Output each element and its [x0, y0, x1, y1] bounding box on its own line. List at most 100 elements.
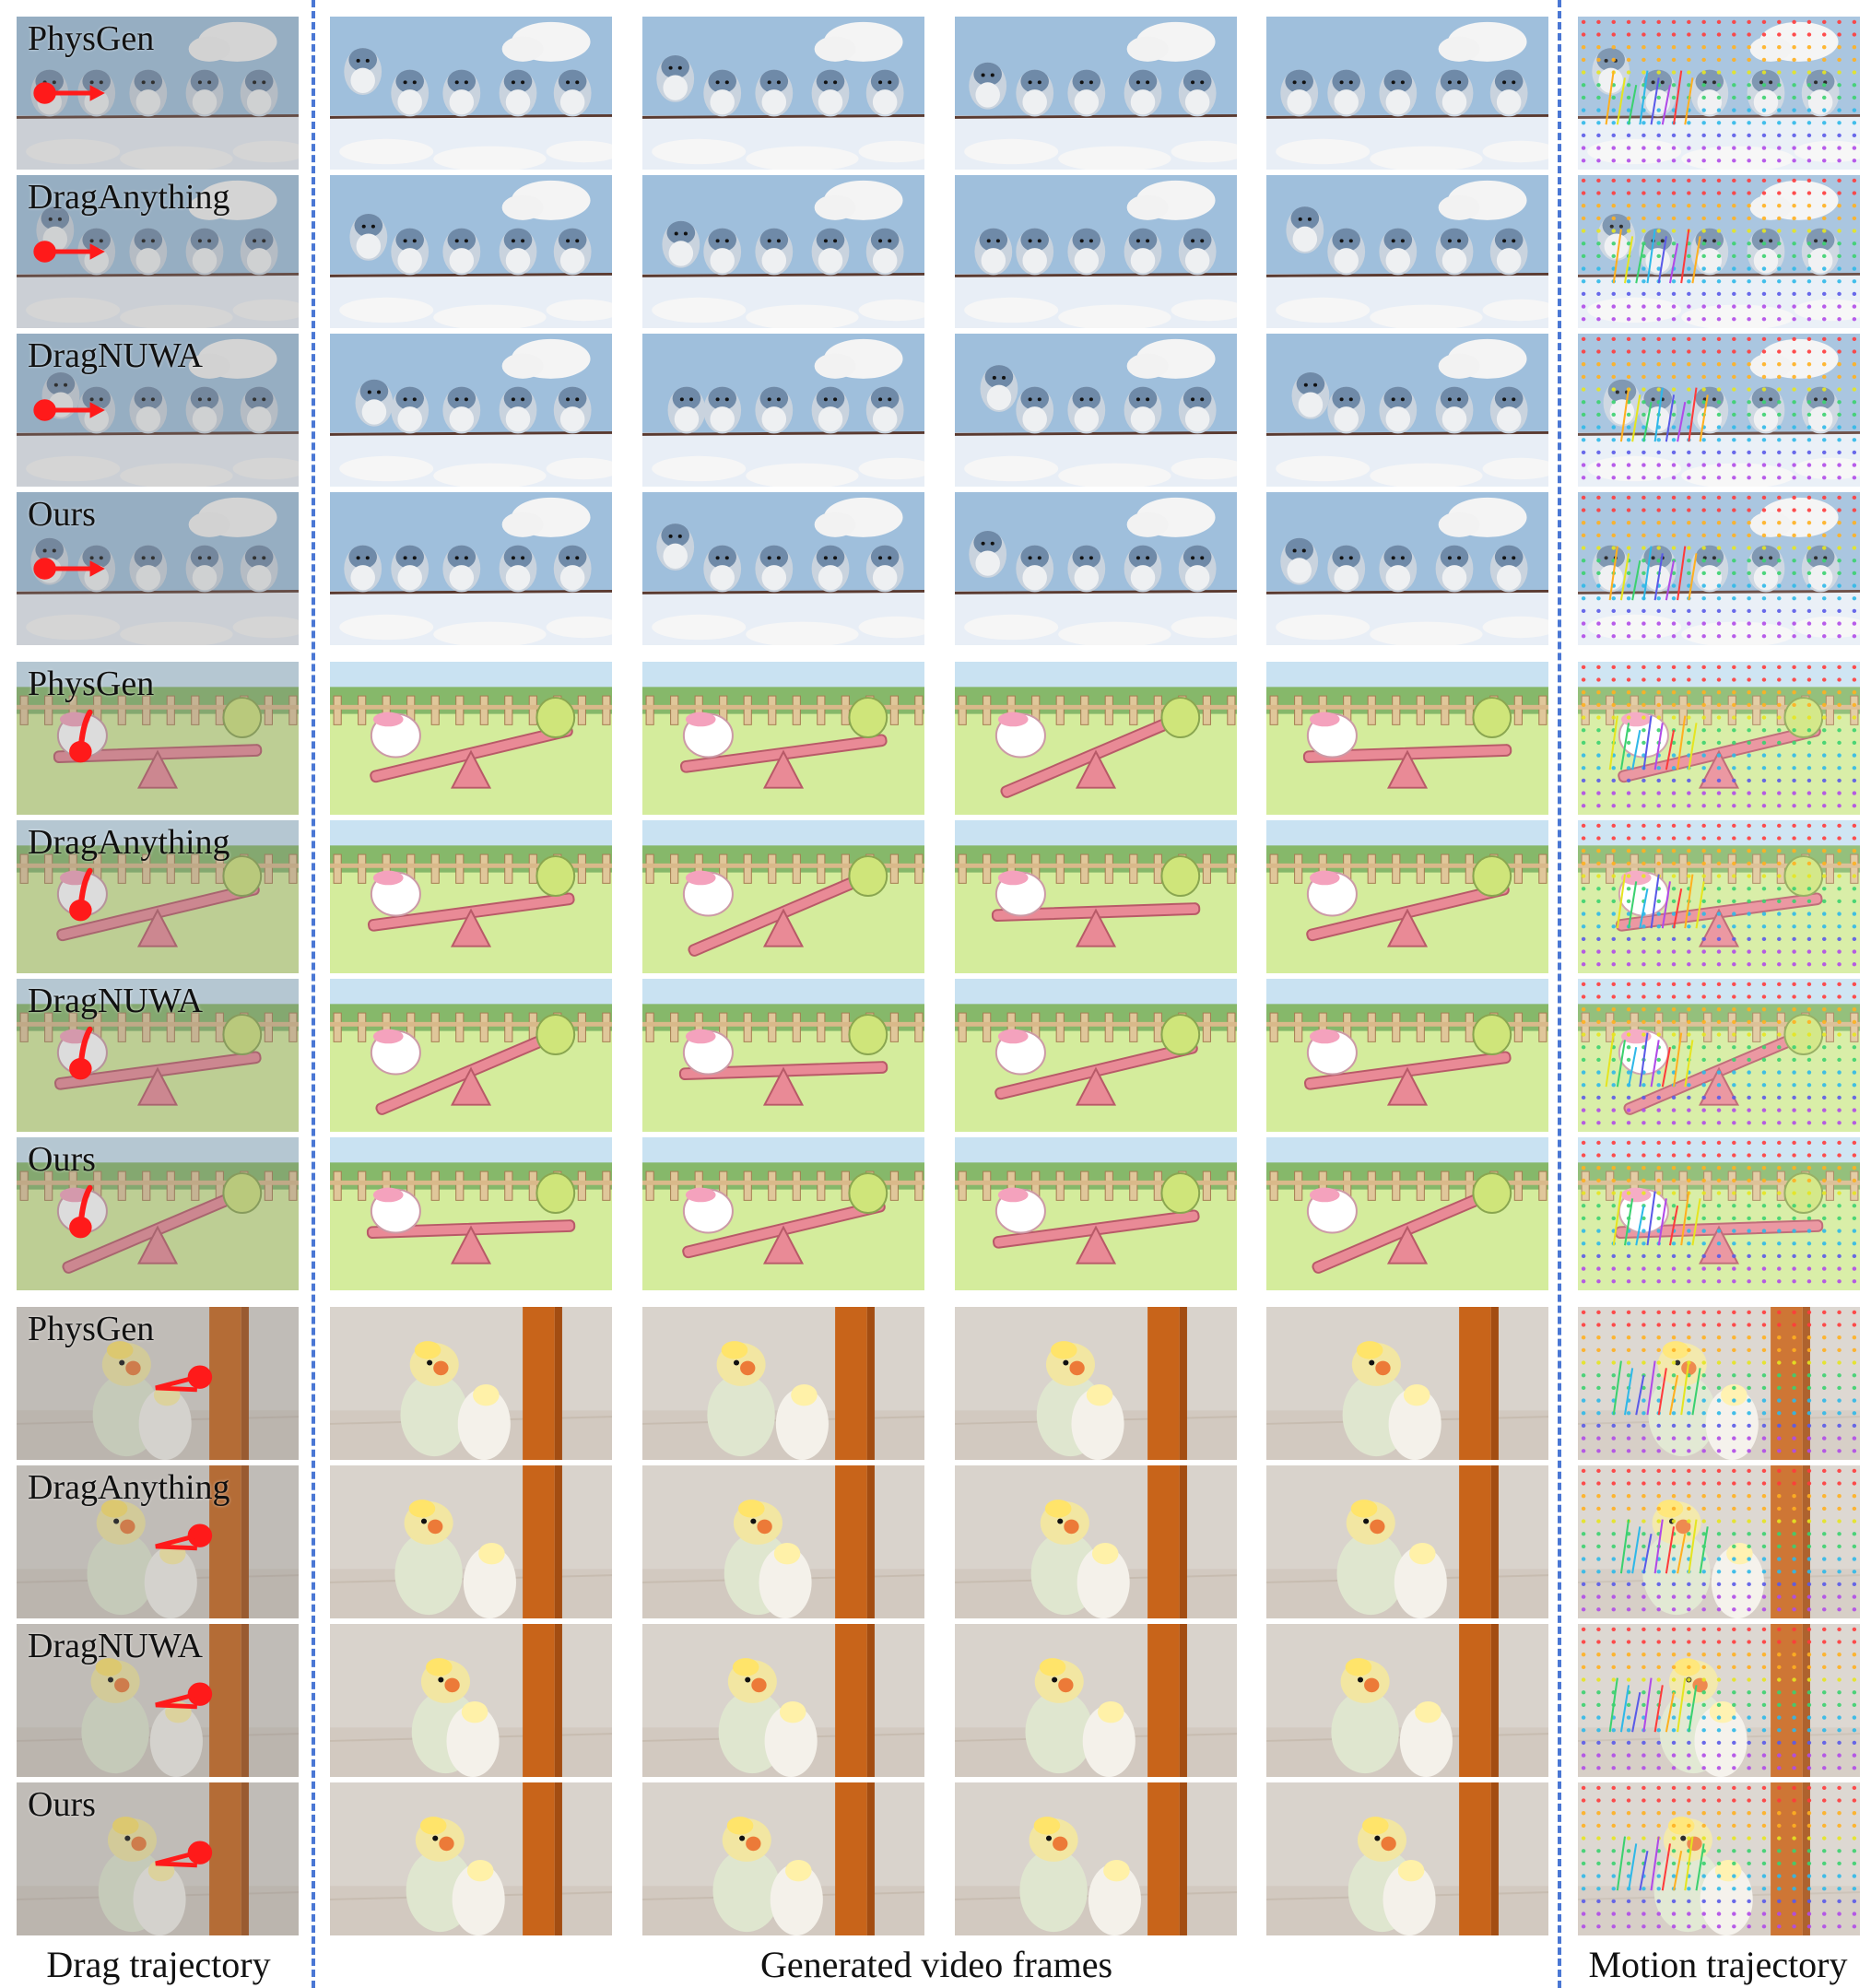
birds-on-wire-ours-motion-trajectory [1578, 492, 1860, 645]
cockatiel-ours-drag-input: Ours [17, 1782, 299, 1935]
right-divider [1558, 0, 1561, 1988]
birds-on-wire-ours-generated-frame-1 [330, 492, 612, 645]
birds-on-wire-ours-generated-frame-4 [1266, 492, 1548, 645]
seesaw-physgen-generated-frame-3 [955, 662, 1237, 815]
cockatiel-ours-generated-frame-3 [955, 1782, 1237, 1935]
caption-motion-trajectory: Motion trajectory [1588, 1944, 1848, 1985]
method-label: PhysGen [28, 1310, 155, 1348]
seesaw-ours-motion-trajectory [1578, 1137, 1860, 1290]
birds-on-wire-dragnuwa-drag-input: DragNUWA [17, 334, 299, 487]
birds-on-wire-draganything-generated-frame-2 [642, 175, 924, 328]
right-arrow-drag-icon [17, 492, 299, 645]
method-label: DragNUWA [28, 336, 203, 375]
birds-on-wire-draganything-motion-trajectory [1578, 175, 1860, 328]
method-label: Ours [28, 1140, 96, 1179]
method-label: DragAnything [28, 1468, 230, 1507]
method-label: PhysGen [28, 19, 155, 58]
birds-on-wire-physgen-generated-frame-2 [642, 17, 924, 170]
birds-on-wire-physgen-drag-input: PhysGen [17, 17, 299, 170]
upward-curve-drag-icon [17, 820, 299, 973]
seesaw-dragnuwa-generated-frame-4 [1266, 979, 1548, 1132]
left-divider [312, 0, 315, 1988]
cockatiel-ours-generated-frame-2 [642, 1782, 924, 1935]
caption-generated-frames: Generated video frames [759, 1944, 1113, 1985]
cockatiel-dragnuwa-generated-frame-2 [642, 1624, 924, 1777]
seesaw-ours-drag-input: Ours [17, 1137, 299, 1290]
birds-on-wire-draganything-drag-input: DragAnything [17, 175, 299, 328]
birds-on-wire-physgen-motion-trajectory [1578, 17, 1860, 170]
method-label: PhysGen [28, 665, 155, 703]
upward-curve-drag-icon [17, 662, 299, 815]
cockatiel-draganything-motion-trajectory [1578, 1465, 1860, 1618]
seesaw-physgen-generated-frame-1 [330, 662, 612, 815]
birds-on-wire-ours-generated-frame-2 [642, 492, 924, 645]
left-pull-drag-icon [17, 1465, 299, 1618]
cockatiel-dragnuwa-generated-frame-1 [330, 1624, 612, 1777]
birds-on-wire-dragnuwa-generated-frame-4 [1266, 334, 1548, 487]
upward-curve-drag-icon [17, 1137, 299, 1290]
seesaw-physgen-motion-trajectory [1578, 662, 1860, 815]
method-label: Ours [28, 1785, 96, 1824]
birds-on-wire-draganything-generated-frame-3 [955, 175, 1237, 328]
seesaw-draganything-generated-frame-4 [1266, 820, 1548, 973]
seesaw-draganything-generated-frame-3 [955, 820, 1237, 973]
seesaw-dragnuwa-drag-input: DragNUWA [17, 979, 299, 1132]
seesaw-draganything-drag-input: DragAnything [17, 820, 299, 973]
birds-on-wire-draganything-generated-frame-1 [330, 175, 612, 328]
seesaw-dragnuwa-generated-frame-1 [330, 979, 612, 1132]
seesaw-dragnuwa-motion-trajectory [1578, 979, 1860, 1132]
cockatiel-physgen-generated-frame-4 [1266, 1307, 1548, 1460]
birds-on-wire-physgen-generated-frame-4 [1266, 17, 1548, 170]
birds-on-wire-draganything-generated-frame-4 [1266, 175, 1548, 328]
cockatiel-draganything-drag-input: DragAnything [17, 1465, 299, 1618]
cockatiel-draganything-generated-frame-1 [330, 1465, 612, 1618]
birds-on-wire-dragnuwa-generated-frame-2 [642, 334, 924, 487]
cockatiel-physgen-drag-input: PhysGen [17, 1307, 299, 1460]
seesaw-draganything-generated-frame-2 [642, 820, 924, 973]
left-pull-drag-icon [17, 1782, 299, 1935]
left-pull-drag-icon [17, 1624, 299, 1777]
cockatiel-draganything-generated-frame-2 [642, 1465, 924, 1618]
right-arrow-drag-icon [17, 334, 299, 487]
cockatiel-ours-motion-trajectory [1578, 1782, 1860, 1935]
seesaw-ours-generated-frame-3 [955, 1137, 1237, 1290]
seesaw-physgen-generated-frame-2 [642, 662, 924, 815]
cockatiel-dragnuwa-motion-trajectory [1578, 1624, 1860, 1777]
cockatiel-dragnuwa-generated-frame-4 [1266, 1624, 1548, 1777]
cockatiel-ours-generated-frame-4 [1266, 1782, 1548, 1935]
cockatiel-physgen-generated-frame-2 [642, 1307, 924, 1460]
seesaw-draganything-generated-frame-1 [330, 820, 612, 973]
caption-drag-trajectory: Drag trajectory [46, 1944, 271, 1985]
cockatiel-draganything-generated-frame-4 [1266, 1465, 1548, 1618]
seesaw-physgen-drag-input: PhysGen [17, 662, 299, 815]
cockatiel-draganything-generated-frame-3 [955, 1465, 1237, 1618]
cockatiel-physgen-motion-trajectory [1578, 1307, 1860, 1460]
birds-on-wire-ours-drag-input: Ours [17, 492, 299, 645]
right-arrow-drag-icon [17, 17, 299, 170]
left-pull-drag-icon [17, 1307, 299, 1460]
seesaw-ours-generated-frame-1 [330, 1137, 612, 1290]
seesaw-dragnuwa-generated-frame-2 [642, 979, 924, 1132]
method-label: DragAnything [28, 823, 230, 862]
method-label: DragNUWA [28, 982, 203, 1020]
method-label: DragAnything [28, 178, 230, 217]
seesaw-ours-generated-frame-2 [642, 1137, 924, 1290]
birds-on-wire-ours-generated-frame-3 [955, 492, 1237, 645]
birds-on-wire-dragnuwa-generated-frame-3 [955, 334, 1237, 487]
cockatiel-dragnuwa-drag-input: DragNUWA [17, 1624, 299, 1777]
method-label: DragNUWA [28, 1627, 203, 1665]
birds-on-wire-physgen-generated-frame-1 [330, 17, 612, 170]
seesaw-ours-generated-frame-4 [1266, 1137, 1548, 1290]
seesaw-physgen-generated-frame-4 [1266, 662, 1548, 815]
right-arrow-drag-icon [17, 175, 299, 328]
method-label: Ours [28, 495, 96, 534]
seesaw-dragnuwa-generated-frame-3 [955, 979, 1237, 1132]
cockatiel-physgen-generated-frame-1 [330, 1307, 612, 1460]
birds-on-wire-dragnuwa-generated-frame-1 [330, 334, 612, 487]
birds-on-wire-dragnuwa-motion-trajectory [1578, 334, 1860, 487]
cockatiel-dragnuwa-generated-frame-3 [955, 1624, 1237, 1777]
upward-curve-drag-icon [17, 979, 299, 1132]
cockatiel-physgen-generated-frame-3 [955, 1307, 1237, 1460]
cockatiel-ours-generated-frame-1 [330, 1782, 612, 1935]
